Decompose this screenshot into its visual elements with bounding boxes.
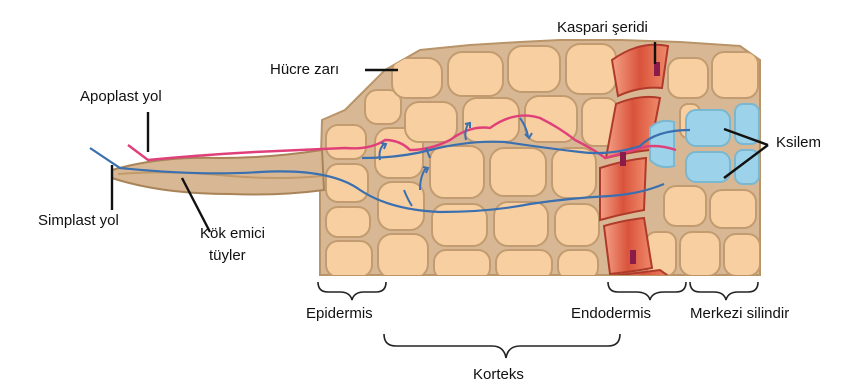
label-kaspari-seridi: Kaspari şeridi bbox=[557, 19, 648, 37]
label-tuyler: tüyler bbox=[209, 247, 246, 265]
label-ksilem: Ksilem bbox=[776, 134, 821, 152]
label-hucre-zari: Hücre zarı bbox=[270, 61, 339, 79]
label-kok-emici: Kök emici bbox=[200, 225, 265, 243]
label-endodermis: Endodermis bbox=[571, 305, 651, 323]
label-simplast-yol: Simplast yol bbox=[38, 212, 119, 230]
label-apoplast-yol: Apoplast yol bbox=[80, 88, 162, 106]
label-epidermis: Epidermis bbox=[306, 305, 373, 323]
label-korteks: Korteks bbox=[473, 366, 524, 384]
label-merkezi-silindir: Merkezi silindir bbox=[690, 305, 789, 323]
